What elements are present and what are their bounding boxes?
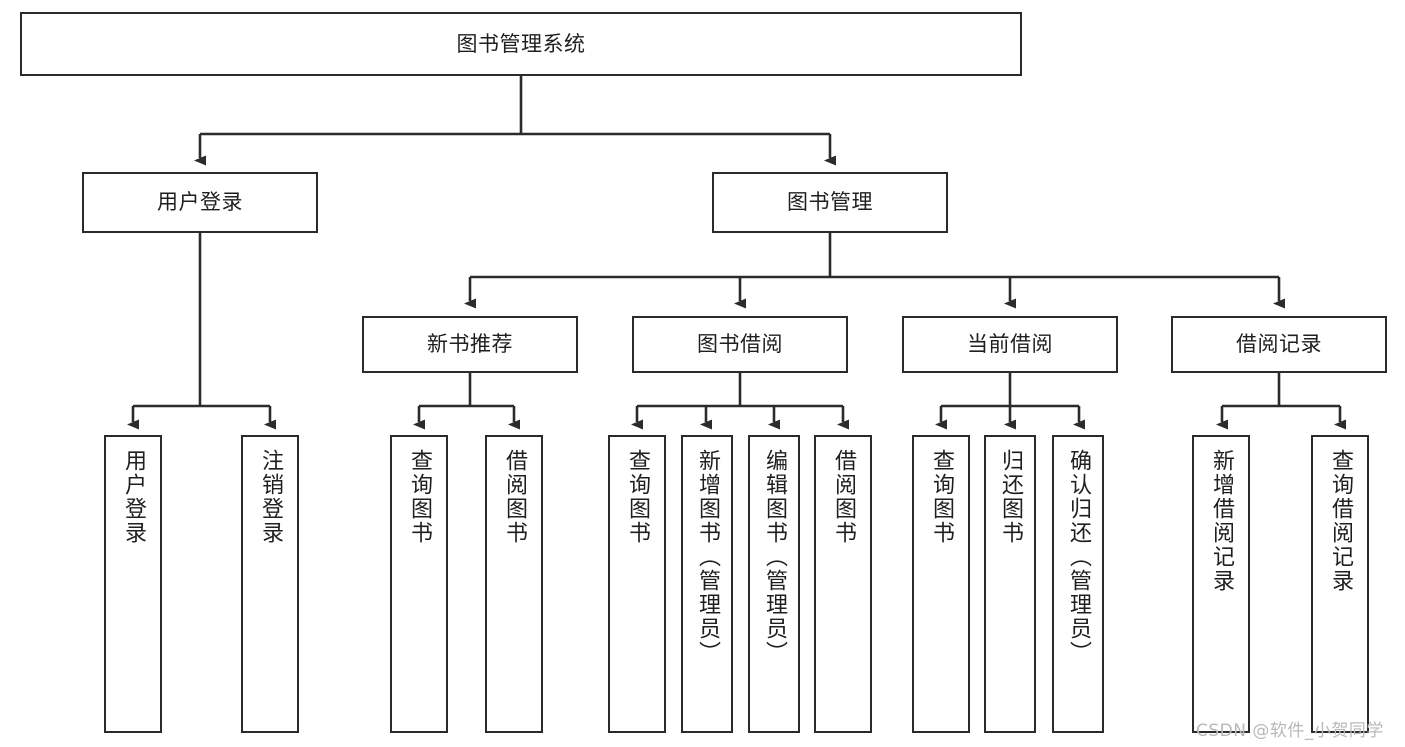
node-root-book-management-system[interactable]: 图书管理系统 <box>20 12 1022 76</box>
node-label: 查询借阅记录 <box>1328 449 1353 593</box>
node-label: 用户登录 <box>157 190 243 215</box>
node-label: 查询图书 <box>625 449 650 545</box>
node-book-borrow[interactable]: 图书借阅 <box>632 316 848 373</box>
node-label: 当前借阅 <box>967 332 1053 357</box>
node-label: 归还图书 <box>998 449 1023 545</box>
node-label: 借阅图书 <box>502 449 527 545</box>
node-current-borrow[interactable]: 当前借阅 <box>902 316 1118 373</box>
node-label: 新书推荐 <box>427 332 513 357</box>
node-user-login[interactable]: 用户登录 <box>82 172 318 233</box>
leaf-new-book-borrow-book[interactable]: 借阅图书 <box>485 435 543 733</box>
node-label: 图书借阅 <box>697 332 783 357</box>
leaf-book-borrow-add-book-admin[interactable]: 新增图书（管理员） <box>681 435 733 733</box>
node-label: 用户登录 <box>121 449 146 545</box>
leaf-current-borrow-query-book[interactable]: 查询图书 <box>912 435 970 733</box>
node-label: 图书管理 <box>787 190 873 215</box>
csdn-watermark: CSDN @软件_小贺同学 <box>1196 721 1384 741</box>
leaf-book-borrow-borrow-book[interactable]: 借阅图书 <box>814 435 872 733</box>
leaf-user-login-login[interactable]: 用户登录 <box>104 435 162 733</box>
leaf-new-book-query-book[interactable]: 查询图书 <box>390 435 448 733</box>
node-label: 注销登录 <box>258 449 283 545</box>
leaf-book-borrow-edit-book-admin[interactable]: 编辑图书（管理员） <box>748 435 800 733</box>
leaf-borrow-record-query-record[interactable]: 查询借阅记录 <box>1311 435 1369 733</box>
node-label: 图书管理系统 <box>456 31 586 56</box>
node-new-book-recommend[interactable]: 新书推荐 <box>362 316 578 373</box>
leaf-borrow-record-add-record[interactable]: 新增借阅记录 <box>1192 435 1250 733</box>
node-label: 新增图书（管理员） <box>695 449 720 665</box>
node-label: 借阅记录 <box>1236 332 1322 357</box>
node-label: 编辑图书（管理员） <box>762 449 787 665</box>
node-label: 查询图书 <box>407 449 432 545</box>
node-label: 确认归还（管理员） <box>1066 449 1091 665</box>
node-book-management[interactable]: 图书管理 <box>712 172 948 233</box>
node-label: 借阅图书 <box>831 449 856 545</box>
node-label: 新增借阅记录 <box>1209 449 1234 593</box>
leaf-current-borrow-return-book[interactable]: 归还图书 <box>984 435 1036 733</box>
leaf-user-login-logout[interactable]: 注销登录 <box>241 435 299 733</box>
node-label: 查询图书 <box>929 449 954 545</box>
leaf-current-borrow-confirm-return-admin[interactable]: 确认归还（管理员） <box>1052 435 1104 733</box>
leaf-book-borrow-query-book[interactable]: 查询图书 <box>608 435 666 733</box>
node-borrow-record[interactable]: 借阅记录 <box>1171 316 1387 373</box>
